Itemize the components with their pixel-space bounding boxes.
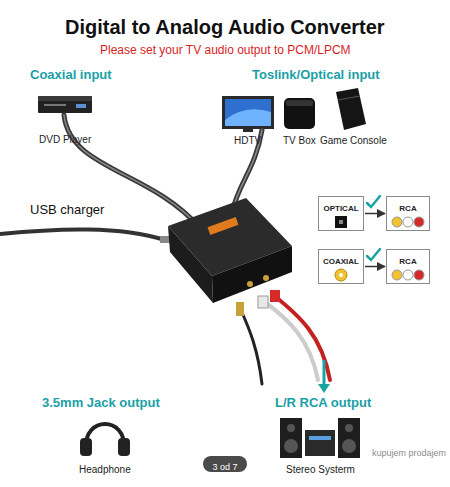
device-label: Stereo Systerm [286, 464, 355, 476]
rca-connector-icon [390, 215, 426, 229]
converter-box-part [168, 226, 213, 303]
input-heading: Toslink/Optical input [252, 68, 380, 83]
output-heading: 3.5mm Jack output [42, 396, 160, 411]
stereo-system-icon-part [280, 418, 302, 458]
device-label: TV Box [283, 135, 316, 147]
optical-connector-icon [329, 215, 353, 229]
check-marks [367, 196, 380, 260]
cables-part [240, 308, 262, 384]
plugs-part [236, 302, 244, 316]
device-label: Game Console [320, 135, 387, 147]
headphone-icon-part [80, 438, 92, 456]
stereo-system-icon-part [287, 424, 295, 432]
stereo-system-icon-part [309, 436, 331, 440]
converter-box-part [247, 281, 253, 287]
stereo-system-icon-part [305, 430, 335, 456]
output-arrows [318, 360, 330, 393]
optical-connector-icon [339, 220, 343, 224]
input-heading: Coaxial input [30, 68, 112, 83]
rca-connector-icon [403, 270, 413, 280]
output-arrows-part [323, 360, 326, 388]
connector-box: OPTICAL [318, 196, 364, 231]
rca-connector-icon [387, 215, 429, 231]
plugs-part [258, 296, 268, 308]
device-label: DVD Player [39, 134, 91, 146]
watermark: kupujem prodajem [372, 448, 446, 458]
converter-box [168, 198, 292, 303]
device-label: HDTV [234, 135, 261, 147]
cables-part [0, 229, 165, 240]
rca-connector-icon [392, 270, 402, 280]
plugs-part [270, 290, 280, 302]
rca-connector-icon [392, 217, 402, 227]
dvd-player-icon-part [38, 96, 92, 101]
optical-connector-icon [319, 215, 363, 231]
rca-connector-icon [387, 268, 429, 284]
hdtv-icon-part [243, 129, 253, 132]
stereo-system-icon-part [342, 439, 356, 453]
tv-box-icon-part [286, 100, 313, 106]
connector-name: RCA [399, 204, 416, 214]
stereo-system-icon-part [338, 418, 360, 458]
connector-box: RCA [386, 249, 430, 284]
tv-box-icon [284, 98, 315, 129]
subtitle: Please set your TV audio output to PCM/L… [100, 44, 351, 58]
converter-box-part [208, 217, 239, 235]
hdtv-icon-part [222, 96, 274, 129]
stereo-system-icon [280, 418, 360, 458]
stereo-system-icon-part [284, 439, 298, 453]
cables-part [262, 300, 318, 380]
page-counter-text: 3 od 7 [212, 459, 237, 475]
cables-part [272, 294, 330, 380]
connector-box: COAXIAL [318, 249, 364, 284]
plugs-part [160, 236, 170, 243]
connector-name: RCA [399, 257, 416, 267]
headphone-icon-part [118, 438, 130, 456]
output-arrows-part [318, 384, 330, 393]
coax-connector-icon [335, 269, 347, 281]
cables [0, 115, 330, 384]
rca-connector-icon [403, 217, 413, 227]
port-label: USB charger [30, 203, 104, 218]
hdtv-icon-part [225, 99, 271, 126]
rca-connector-icon [414, 217, 424, 227]
optical-connector-icon [335, 216, 347, 228]
connector-name: COAXIAL [323, 257, 359, 267]
coax-connector-icon [329, 268, 353, 282]
game-console-icon-part [336, 88, 366, 130]
game-console-icon-part [338, 96, 360, 100]
dvd-player-icon-part [44, 104, 66, 106]
headphone-icon [80, 424, 130, 456]
rca-connector-icon [414, 270, 424, 280]
output-heading: L/R RCA output [275, 396, 371, 411]
check-marks-part [367, 249, 380, 260]
connector-arrow [365, 213, 385, 215]
converter-box-part [212, 246, 292, 303]
stereo-system-icon-part [345, 424, 353, 432]
dvd-player-icon-part [38, 100, 92, 113]
tv-box-icon-part [284, 98, 315, 129]
converter-box-part [263, 275, 269, 281]
dvd-player-icon [38, 96, 92, 113]
rca-connector-icon [390, 268, 426, 282]
title: Digital to Analog Audio Converter [65, 16, 385, 39]
connector-arrow [365, 266, 385, 268]
check-marks-part [367, 196, 380, 207]
connector-box: RCA [386, 196, 430, 231]
device-label: Headphone [79, 464, 131, 476]
coax-connector-icon [319, 268, 363, 284]
connector-name: OPTICAL [323, 204, 358, 214]
hdtv-icon [222, 96, 274, 132]
page-counter: 3 od 7 [203, 456, 247, 472]
hdtv-icon-part [225, 109, 271, 126]
dvd-player-icon-part [76, 104, 86, 108]
game-console-icon [336, 88, 366, 130]
coax-connector-icon [339, 273, 343, 277]
